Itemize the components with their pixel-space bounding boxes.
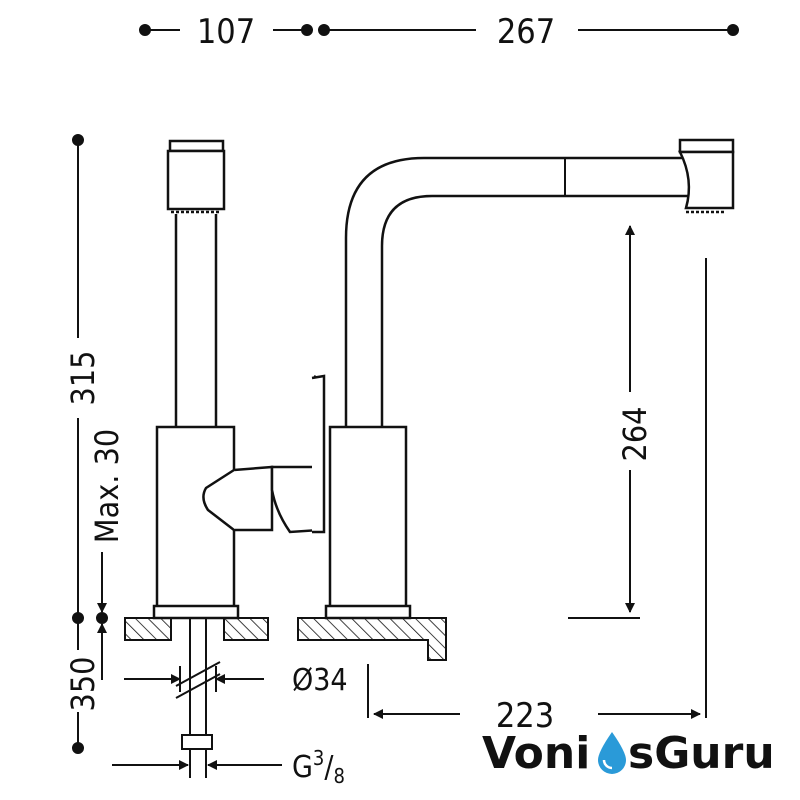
faucet-front-view	[311, 138, 735, 620]
dim-264-label: 264	[616, 407, 654, 462]
faucet-side-view	[152, 139, 322, 620]
dim-connection-label: G3/8	[292, 746, 345, 788]
logo-text-part2: sGuru	[628, 728, 775, 779]
dim-315-label: 315	[64, 351, 102, 406]
under-deck-fittings	[112, 618, 282, 778]
logo-text-part1: Voni	[482, 728, 590, 779]
dim-diameter-label: Ø34	[292, 663, 348, 698]
drop-highlight	[602, 759, 613, 770]
dim-223-label: 223	[496, 696, 554, 736]
dim-max30-label: Max. 30	[88, 429, 126, 543]
dim-107-label: 107	[197, 12, 255, 52]
dim-264-lines	[568, 225, 640, 619]
dim-223-lines	[367, 258, 707, 719]
left-dimension-lines	[72, 134, 108, 754]
dim-267-label: 267	[497, 12, 555, 52]
countertop-section	[124, 617, 447, 661]
vonios-guru-logo: Voni sGuru	[482, 728, 775, 779]
top-dimension-row	[139, 24, 739, 36]
dim-350-label: 350	[64, 657, 102, 712]
